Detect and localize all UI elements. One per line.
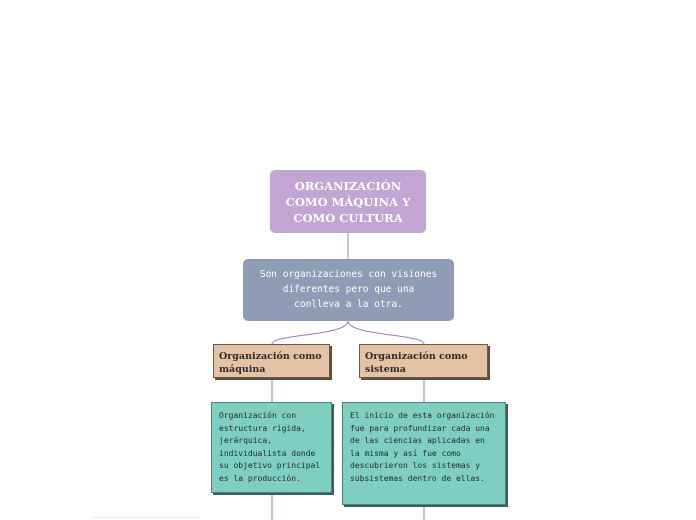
detail-node-system[interactable]: El inicio de esta organización fue para … (342, 402, 506, 505)
branch-node-machine[interactable]: Organización como máquina (213, 344, 330, 378)
detail-text: Organización con estructura rígida, jerá… (219, 411, 321, 483)
connector-subtitle-to-branch-1 (271, 320, 349, 345)
root-topic-node[interactable]: ORGANIZACIÓN COMO MÁQUINA Y COMO CULTURA (270, 170, 426, 233)
detail-node-machine[interactable]: Organización con estructura rígida, jerá… (211, 402, 332, 493)
branch-title: Organización como sistema (365, 351, 468, 375)
root-topic-text: ORGANIZACIÓN COMO MÁQUINA Y COMO CULTURA (285, 179, 411, 225)
detail-text: El inicio de esta organización fue para … (350, 411, 495, 483)
connector-subtitle-to-branch-2 (347, 320, 425, 345)
subtitle-node[interactable]: Son organizaciones con visiones diferent… (243, 259, 454, 321)
subtitle-text: Son organizaciones con visiones diferent… (259, 269, 438, 310)
branch-title: Organización como máquina (219, 351, 322, 375)
branch-node-system[interactable]: Organización como sistema (359, 344, 488, 378)
divider-line (92, 517, 198, 518)
